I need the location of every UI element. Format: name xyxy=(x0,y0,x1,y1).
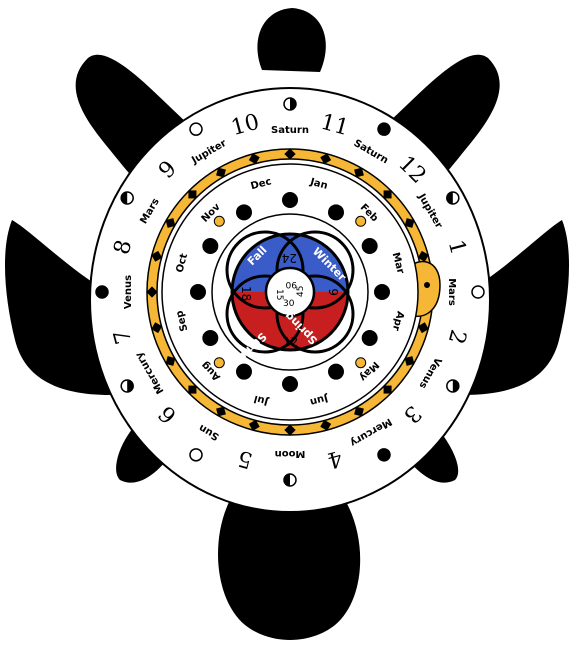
snake-diamond xyxy=(188,386,196,394)
snake-diamond xyxy=(188,190,196,198)
zodiac-figure-icon xyxy=(328,364,344,380)
center-number-bottom: 12 xyxy=(283,335,298,349)
zodiac-figure-icon xyxy=(190,284,206,300)
yin-yang-icon xyxy=(356,358,366,368)
center-number-top: 24 xyxy=(282,251,297,265)
zodiac-figure-icon xyxy=(328,204,344,220)
turtle-head xyxy=(257,8,325,72)
turtle-tail xyxy=(218,500,360,640)
moon-phase-icon xyxy=(472,286,484,298)
planet-label: Moon xyxy=(275,448,306,459)
yin-yang-icon xyxy=(356,216,366,226)
snake-diamond xyxy=(384,386,392,394)
planet-label: Venus xyxy=(123,275,134,309)
zodiac-figure-icon xyxy=(202,330,218,346)
center-number-left: 18 xyxy=(239,286,253,301)
zodiac-figure-icon xyxy=(374,284,390,300)
zodiac-figure-icon xyxy=(236,204,252,220)
yin-yang-icon xyxy=(214,358,224,368)
center-number-c4: 30 xyxy=(283,299,295,309)
center-number-c3: 45 xyxy=(296,286,306,297)
yin-yang-icon xyxy=(214,216,224,226)
planet-label: Mars xyxy=(446,278,457,306)
zodiac-figure-icon xyxy=(362,330,378,346)
zodiac-figure-icon xyxy=(202,238,218,254)
snake-diamond xyxy=(384,190,392,198)
planet-label: Saturn xyxy=(271,125,309,136)
zodiac-figure-icon xyxy=(282,376,298,392)
zodiac-figure-icon xyxy=(362,238,378,254)
moon-phase-icon xyxy=(190,449,202,461)
moon-phase-icon xyxy=(190,123,202,135)
center-number-right: 6 xyxy=(327,288,341,296)
zodiac-figure-icon xyxy=(282,192,298,208)
